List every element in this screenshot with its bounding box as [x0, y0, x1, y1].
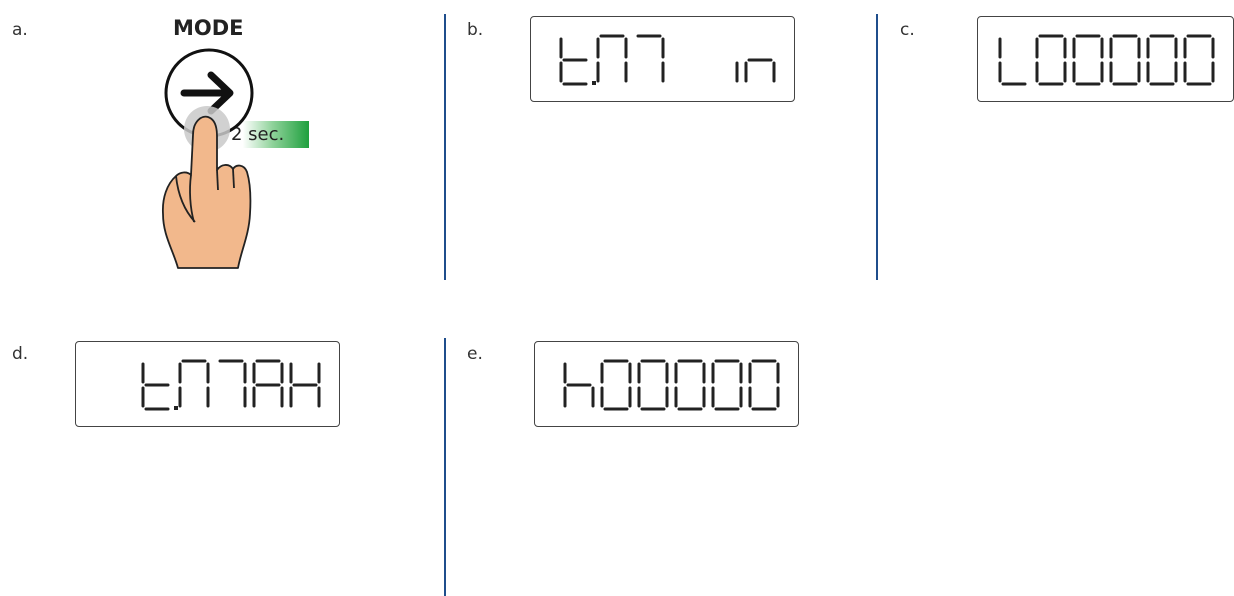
divider-d-e [444, 338, 446, 596]
step-label-e: e. [467, 344, 483, 364]
step-label-b: b. [467, 20, 483, 40]
lcd-readout-d [76, 342, 341, 428]
divider-b-c [876, 14, 878, 280]
divider-a-b [444, 14, 446, 280]
lcd-readout-c [978, 17, 1234, 103]
lcd-readout-e [535, 342, 800, 428]
step-label-c: c. [900, 20, 915, 40]
mode-button-illustration [130, 40, 330, 290]
hand-icon [163, 117, 251, 268]
lcd-readout-b [531, 17, 796, 103]
lcd-display-b [530, 16, 795, 102]
lcd-display-c [977, 16, 1234, 102]
step-label-a: a. [12, 20, 28, 40]
lcd-display-e [534, 341, 799, 427]
step-label-d: d. [12, 344, 28, 364]
lcd-decimal-point [592, 81, 596, 85]
mode-button-label: MODE [173, 16, 244, 40]
lcd-decimal-point [174, 406, 178, 410]
lcd-display-d [75, 341, 340, 427]
